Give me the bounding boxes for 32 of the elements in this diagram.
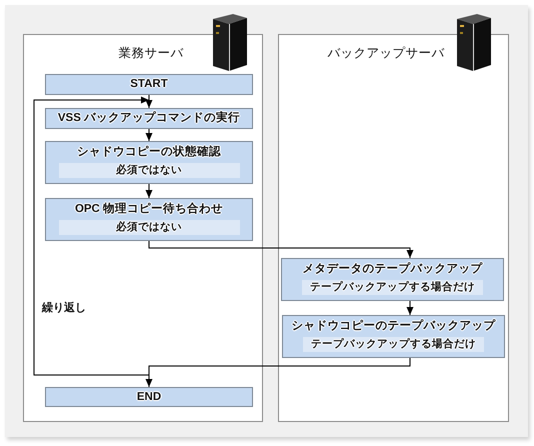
- step-label: シャドウコピーのテープバックアップ: [292, 318, 496, 334]
- swimlane: [278, 34, 509, 422]
- step-label: メタデータのテープバックアップ: [302, 261, 482, 277]
- step-label: END: [136, 390, 162, 404]
- step-label: START: [130, 77, 168, 92]
- process-box: [45, 141, 253, 184]
- arrow: [406, 300, 414, 316]
- arrow: [146, 184, 152, 198]
- process-box: [282, 315, 505, 358]
- arrow: [146, 374, 152, 388]
- process-box: [281, 258, 504, 301]
- arrow: [146, 128, 152, 142]
- step-label: OPC 物理コピー待ち合わせ: [74, 201, 224, 217]
- note-band: テープバックアップする場合だけ: [303, 337, 484, 352]
- note-band: 必須ではない: [58, 163, 240, 178]
- step-label: シャドウコピーの状態確認: [77, 144, 221, 160]
- swimlane: [23, 34, 263, 422]
- connector-line: [148, 358, 410, 376]
- step-label: VSS バックアップコマンドの実行: [58, 110, 240, 126]
- lane-title: バックアップサーバ: [328, 45, 444, 61]
- note-band: 必須ではない: [58, 220, 240, 235]
- note-band: テープバックアップする場合だけ: [302, 280, 483, 295]
- arrow: [148, 240, 414, 258]
- process-box: [45, 108, 253, 129]
- arrow: [34, 96, 150, 376]
- process-box: [45, 198, 253, 241]
- arrow: [146, 100, 152, 108]
- process-box: [45, 74, 253, 95]
- connector-line: [148, 94, 150, 100]
- edge-label: 繰り返し: [41, 301, 87, 315]
- lane-title: 業務サーバ: [118, 45, 184, 61]
- process-box: [45, 387, 253, 407]
